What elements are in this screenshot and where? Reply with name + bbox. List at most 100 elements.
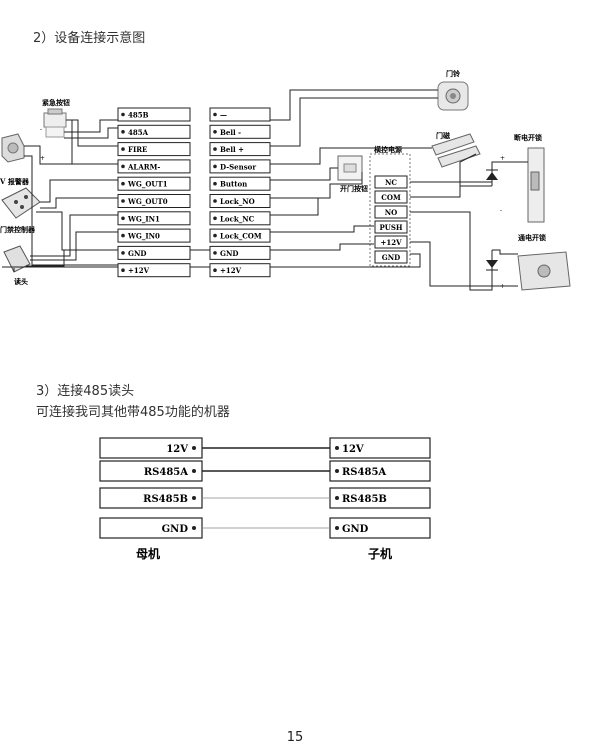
power-terminal-box bbox=[374, 250, 408, 264]
right-terminal-dot bbox=[213, 164, 217, 169]
power-off-lock-icon bbox=[527, 147, 545, 223]
power-terminal-label: PUSH bbox=[379, 223, 402, 232]
right-terminal-box bbox=[209, 107, 271, 122]
right-terminal-label: Lock_NC bbox=[220, 214, 255, 223]
master-pin-label: GND bbox=[162, 524, 189, 535]
master-pin-dot bbox=[192, 526, 196, 530]
right-terminal-label: GND bbox=[220, 249, 238, 258]
right-terminal-dot bbox=[213, 112, 217, 117]
power-terminal-label: NC bbox=[385, 178, 397, 187]
exit-button-icon bbox=[337, 155, 363, 181]
svg-text:+: + bbox=[500, 283, 505, 290]
master-pin-dot bbox=[192, 496, 196, 500]
left-terminal-dot bbox=[121, 251, 125, 255]
right-terminal-label: D-Sensor bbox=[220, 162, 256, 171]
alarm-icon bbox=[1, 133, 25, 163]
right-terminal-label: — bbox=[220, 111, 227, 120]
power-terminal-box bbox=[374, 220, 408, 234]
left-terminal-dot bbox=[121, 268, 125, 272]
controller-board-icon bbox=[1, 187, 41, 219]
diode-icon-2 bbox=[486, 250, 498, 278]
exit-button-label: 开门按钮 bbox=[340, 184, 368, 193]
left-terminal-dot bbox=[121, 164, 125, 169]
section3-subtitle: 可连接我司其他带485功能的机器 bbox=[36, 405, 230, 420]
slave-pin-dot bbox=[335, 496, 339, 500]
left-terminal-box bbox=[117, 245, 191, 260]
page-number: 15 bbox=[286, 730, 304, 745]
master-pin-dot bbox=[192, 446, 196, 450]
left-terminal-label: WG_OUT1 bbox=[127, 180, 168, 189]
left-terminal-label: 485A bbox=[128, 128, 149, 137]
right-terminal-label: Bell + bbox=[220, 145, 244, 154]
left-terminal-box bbox=[117, 228, 191, 243]
power-terminal-label: NO bbox=[385, 208, 398, 217]
left-terminal-box bbox=[117, 263, 191, 278]
svg-text:-: - bbox=[500, 251, 502, 258]
left-terminal-box bbox=[117, 142, 191, 157]
reader-icon bbox=[3, 245, 31, 273]
doorbell-icon bbox=[437, 81, 469, 111]
right-terminal-box bbox=[209, 245, 271, 260]
power-on-lock-icon bbox=[517, 251, 571, 291]
left-terminal-dot bbox=[121, 233, 125, 238]
left-terminal-label: 485B bbox=[128, 111, 149, 120]
left-terminal-dot bbox=[121, 199, 125, 203]
left-terminal-dot bbox=[121, 147, 125, 151]
slave-pin-label: GND bbox=[342, 524, 369, 535]
master-pin-dot bbox=[192, 469, 196, 473]
section3-title: 3）连接485读头 bbox=[36, 384, 135, 399]
right-terminal-box bbox=[209, 211, 271, 226]
slave-label: 子机 bbox=[368, 546, 392, 561]
right-terminal-label: Bell - bbox=[220, 128, 241, 137]
right-terminal-label: Button bbox=[220, 180, 247, 189]
left-terminal-dot bbox=[121, 181, 125, 186]
right-terminal-dot bbox=[213, 251, 217, 255]
right-terminal-box bbox=[209, 228, 271, 243]
slave-pin-label: RS485B bbox=[342, 494, 387, 505]
right-terminal-box bbox=[209, 263, 271, 278]
right-terminal-box bbox=[209, 124, 271, 139]
right-terminal-dot bbox=[213, 216, 217, 221]
left-terminal-label: ALARM- bbox=[127, 162, 160, 171]
right-terminal-label: +12V bbox=[220, 266, 242, 275]
left-terminal-dot bbox=[121, 130, 125, 134]
left-terminal-label: WG_IN1 bbox=[127, 214, 160, 223]
right-terminal-box bbox=[209, 176, 271, 191]
power-supply-box bbox=[369, 153, 411, 267]
slave-pin-dot bbox=[335, 526, 339, 530]
right-terminal-dot bbox=[213, 130, 217, 134]
left-terminal-box bbox=[117, 124, 191, 139]
master-pin-label: 12V bbox=[166, 444, 188, 455]
svg-text:-: - bbox=[500, 207, 502, 214]
wiring-diagram: 485B485AFIREALARM-WG_OUT1WG_OUT0WG_IN1WG… bbox=[0, 69, 571, 291]
master-label: 母机 bbox=[136, 546, 160, 561]
right-terminal-box bbox=[209, 142, 271, 157]
power-terminal-box bbox=[374, 190, 408, 204]
left-terminal-box bbox=[117, 159, 191, 174]
left-terminal-label: +12V bbox=[128, 266, 150, 275]
right-terminal-dot bbox=[213, 147, 217, 151]
power-terminal-box bbox=[374, 235, 408, 249]
svg-text:+: + bbox=[40, 155, 45, 162]
door-magnet-label: 门磁 bbox=[436, 131, 450, 140]
right-terminal-label: Lock_COM bbox=[220, 232, 262, 241]
emergency-button-icon bbox=[43, 108, 67, 138]
power-supply-label: 横控电源 bbox=[374, 145, 402, 154]
right-terminal-dot bbox=[213, 199, 217, 203]
right-terminal-box bbox=[209, 159, 271, 174]
emergency-button-label: 紧急按钮 bbox=[42, 98, 70, 107]
doorbell-label: 门铃 bbox=[446, 69, 460, 78]
power-terminal-label: +12V bbox=[380, 238, 402, 247]
right-terminal-label: Lock_NO bbox=[220, 197, 255, 206]
power-terminal-box bbox=[374, 205, 408, 219]
right-terminal-box bbox=[209, 194, 271, 208]
master-pin-label: RS485A bbox=[144, 467, 188, 478]
right-terminal-dot bbox=[213, 181, 217, 186]
left-terminal-dot bbox=[121, 112, 125, 117]
master-pin-label: RS485B bbox=[143, 494, 188, 505]
slave-pin-dot bbox=[335, 469, 339, 473]
slave-pin-label: 12V bbox=[342, 444, 364, 455]
